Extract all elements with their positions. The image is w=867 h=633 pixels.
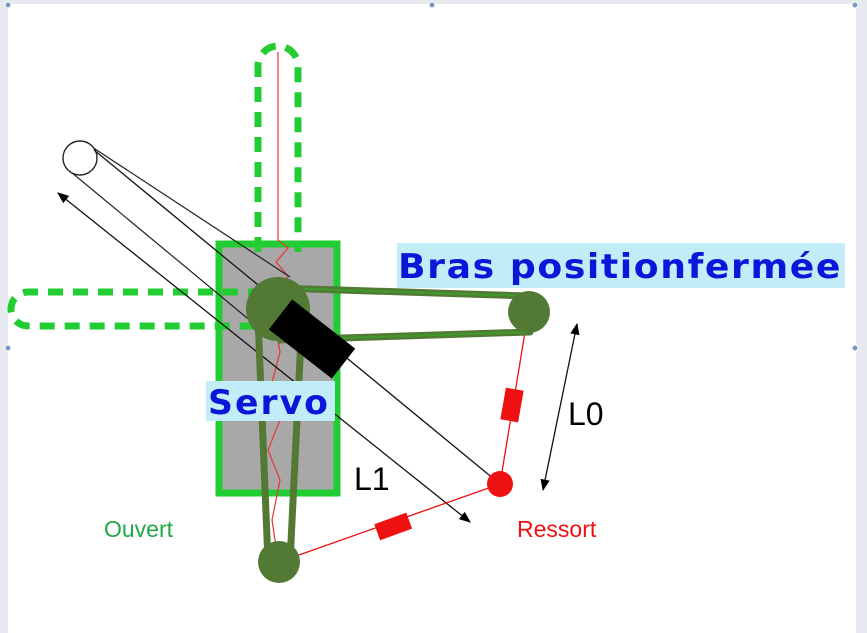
- label-servo-background: [206, 381, 335, 421]
- label-bras-background: [397, 243, 845, 288]
- spring-anchor-point: [487, 471, 513, 497]
- handle-middle-right[interactable]: [851, 344, 859, 352]
- handle-top-center[interactable]: [428, 1, 436, 9]
- arm-diagonal-tip-circle: [62, 140, 98, 176]
- arm-closed-end: [508, 291, 550, 333]
- label-servo: Servo: [208, 383, 330, 423]
- spring-element-open: [374, 512, 413, 541]
- arm-open-end: [258, 541, 300, 583]
- arm-left-dashed-outline: [7, 288, 263, 330]
- handle-top-left[interactable]: [4, 1, 12, 9]
- arm-open: [254, 317, 306, 563]
- label-bras: Bras positionfermée: [398, 247, 842, 287]
- l0-arrow: [540, 322, 580, 492]
- servo-black-horn: [268, 299, 356, 379]
- l1-arrow: [57, 192, 471, 523]
- label-l0: L0: [568, 396, 604, 432]
- handle-top-right[interactable]: [851, 1, 859, 9]
- handle-middle-left[interactable]: [4, 344, 12, 352]
- label-ressort: Ressort: [517, 516, 597, 542]
- label-ouvert: Ouvert: [104, 516, 174, 542]
- spring-element-closed: [500, 387, 524, 423]
- label-l1: L1: [354, 461, 390, 497]
